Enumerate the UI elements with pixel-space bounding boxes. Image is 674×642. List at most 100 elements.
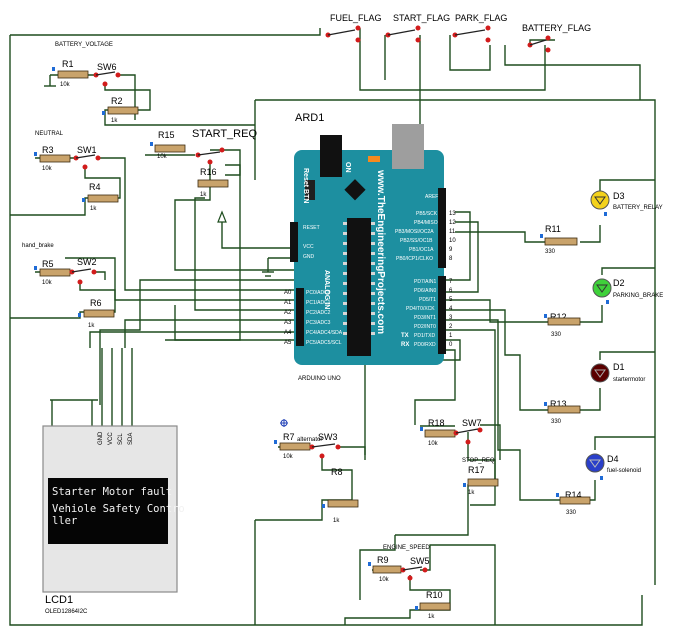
resistor-r10[interactable]: R10 1k: [415, 590, 451, 620]
r1-value: 10k: [60, 82, 71, 88]
pin-pd7: PD7/AIN1: [414, 279, 436, 285]
resistor-r11[interactable]: R11 330: [540, 224, 578, 255]
led-d2-body: [592, 278, 612, 298]
r9-value: 10k: [379, 577, 390, 583]
sw2-ref: SW2: [77, 257, 97, 267]
r4-ref: R4: [89, 182, 101, 192]
lcd-pin-gnd: GND: [98, 431, 104, 445]
pin-pb2: PB2/SS/OC1B: [400, 238, 433, 244]
analog-pin-a5: A5: [284, 340, 292, 346]
resistor-r12[interactable]: R12 330: [544, 312, 581, 338]
switch-sw1[interactable]: SW1: [73, 145, 101, 170]
led-d1-ref: D1: [613, 362, 625, 372]
resistor-r13[interactable]: R13 330: [544, 399, 581, 425]
pin-2: 2: [449, 324, 453, 330]
battery-flag-switch[interactable]: BATTERY_FLAG: [522, 23, 591, 53]
analog-pin-a5-name: PC5/ADC5/SCL: [306, 340, 342, 346]
pin-pb0: PB0/ICP1/CLKO: [396, 256, 433, 262]
wires: [9, 28, 656, 626]
switch-sw3[interactable]: SW3: [309, 432, 341, 459]
r13-ref: R13: [550, 399, 567, 409]
battery-voltage-label: BATTERY_VOLTAGE: [55, 42, 113, 48]
pin-10: 10: [449, 238, 456, 244]
resistor-r18[interactable]: R18 10k: [420, 418, 456, 447]
resistor-r6[interactable]: R6 1k: [78, 298, 115, 329]
pin-pd2: PD2/INT0: [414, 324, 436, 330]
pin-reset: RESET: [303, 225, 320, 231]
lcd-pin-sda: SDA: [128, 433, 134, 445]
pin-tx-label: TX: [401, 333, 409, 339]
pin-9: 9: [449, 247, 453, 253]
led-d3-body: [590, 190, 610, 210]
start-flag-label: START_FLAG: [393, 13, 450, 23]
hand-brake-label: hand_brake: [22, 243, 54, 249]
pin-8: 8: [449, 256, 453, 262]
resistor-r15[interactable]: R15 10k: [150, 130, 186, 160]
sw5-ref: SW5: [410, 556, 430, 566]
crosshair-marker: [280, 419, 288, 427]
pin-pd1: PD1/TXD: [414, 333, 436, 339]
power-terminal: [217, 210, 227, 223]
resistor-r1[interactable]: R1 10k: [52, 59, 89, 88]
battery-flag-label: BATTERY_FLAG: [522, 23, 591, 33]
led-d4-ref: D4: [607, 454, 619, 464]
arduino-reset-btn-label: Reset BTN: [302, 168, 309, 203]
stop-req-label: STOP_REQ: [462, 458, 495, 464]
start-flag-switch[interactable]: START_FLAG: [385, 13, 451, 43]
r12-value: 330: [551, 332, 562, 338]
pin-rx-label: RX: [401, 342, 409, 348]
resistor-r14[interactable]: R14 330: [556, 490, 591, 516]
park-flag-switch[interactable]: PARK_FLAG: [452, 13, 508, 43]
r6-ref: R6: [90, 298, 102, 308]
start-req-switch[interactable]: [195, 147, 225, 165]
oled-lcd[interactable]: Starter Motor fault Vehiole Safety Contr…: [42, 425, 185, 593]
r11-value: 330: [545, 249, 556, 255]
r2-value: 1k: [111, 118, 118, 124]
resistor-r9[interactable]: R9 10k: [368, 555, 402, 583]
switch-sw5[interactable]: SW5: [400, 556, 430, 581]
r6-value: 1k: [88, 323, 95, 329]
pin-11: 11: [449, 229, 456, 235]
analog-pin-a4-name: PC4/ADC4/SDA: [306, 330, 343, 336]
ground-symbol: [44, 75, 56, 87]
led-d1-name: startermotor: [613, 377, 645, 383]
led-d3[interactable]: D3 BATTERY_RELAY: [590, 190, 663, 216]
led-d2-name: PARKING_BRAKE: [613, 293, 663, 299]
pin-pb1: PB1/OC1A: [409, 247, 434, 253]
r16-value: 1k: [200, 192, 207, 198]
resistor-r8[interactable]: R8 1k: [322, 467, 359, 524]
r2-ref: R2: [111, 96, 123, 106]
led-d1[interactable]: D1 startermotor: [590, 362, 645, 383]
resistor-r17[interactable]: R17 1k: [463, 465, 499, 496]
digital-lower-pin-labels: PD7/AIN1 7 PD6/AIN0 6 PD5/T1 5 PD4/T0/XC…: [401, 279, 453, 348]
arduino-uno-board[interactable]: Reset BTN ON www.TheEngineeringProjects.…: [284, 124, 456, 365]
resistor-r4[interactable]: R4 1k: [82, 182, 119, 212]
switch-sw6[interactable]: SW6: [93, 62, 121, 87]
start-req-label: START_REQ: [192, 128, 257, 140]
r18-ref: R18: [428, 418, 445, 428]
ground-symbol-arduino: [262, 271, 274, 277]
r15-ref: R15: [158, 130, 175, 140]
sw3-ref: SW3: [318, 432, 338, 442]
r12-ref: R12: [550, 312, 567, 322]
arduino-analog-in-label: ANALOG IN: [323, 270, 330, 309]
analog-pin-a3-name: PC3/ADC3: [306, 320, 331, 326]
led-d3-name: BATTERY_RELAY: [613, 205, 663, 211]
resistor-r3[interactable]: R3 10k: [34, 145, 71, 172]
r18-value: 10k: [428, 441, 439, 447]
pin-gnd: GND: [303, 254, 315, 260]
resistor-r16[interactable]: R16 1k: [197, 167, 229, 198]
led-d2[interactable]: D2 PARKING_BRAKE: [592, 278, 663, 304]
switch-sw2[interactable]: SW2: [69, 257, 97, 285]
sw7-ref: SW7: [462, 418, 482, 428]
r10-value: 1k: [428, 614, 435, 620]
switch-sw7[interactable]: SW7: [453, 418, 483, 445]
pin-0: 0: [449, 342, 453, 348]
sw1-ref: SW1: [77, 145, 97, 155]
pin-pd3: PD3/INT1: [414, 315, 436, 321]
led-d4[interactable]: D4 fuel-solenoid: [585, 453, 641, 480]
r14-value: 330: [566, 510, 577, 516]
fuel-flag-switch[interactable]: FUEL_FLAG: [325, 13, 382, 43]
resistor-r2[interactable]: R2 1k: [102, 96, 139, 124]
